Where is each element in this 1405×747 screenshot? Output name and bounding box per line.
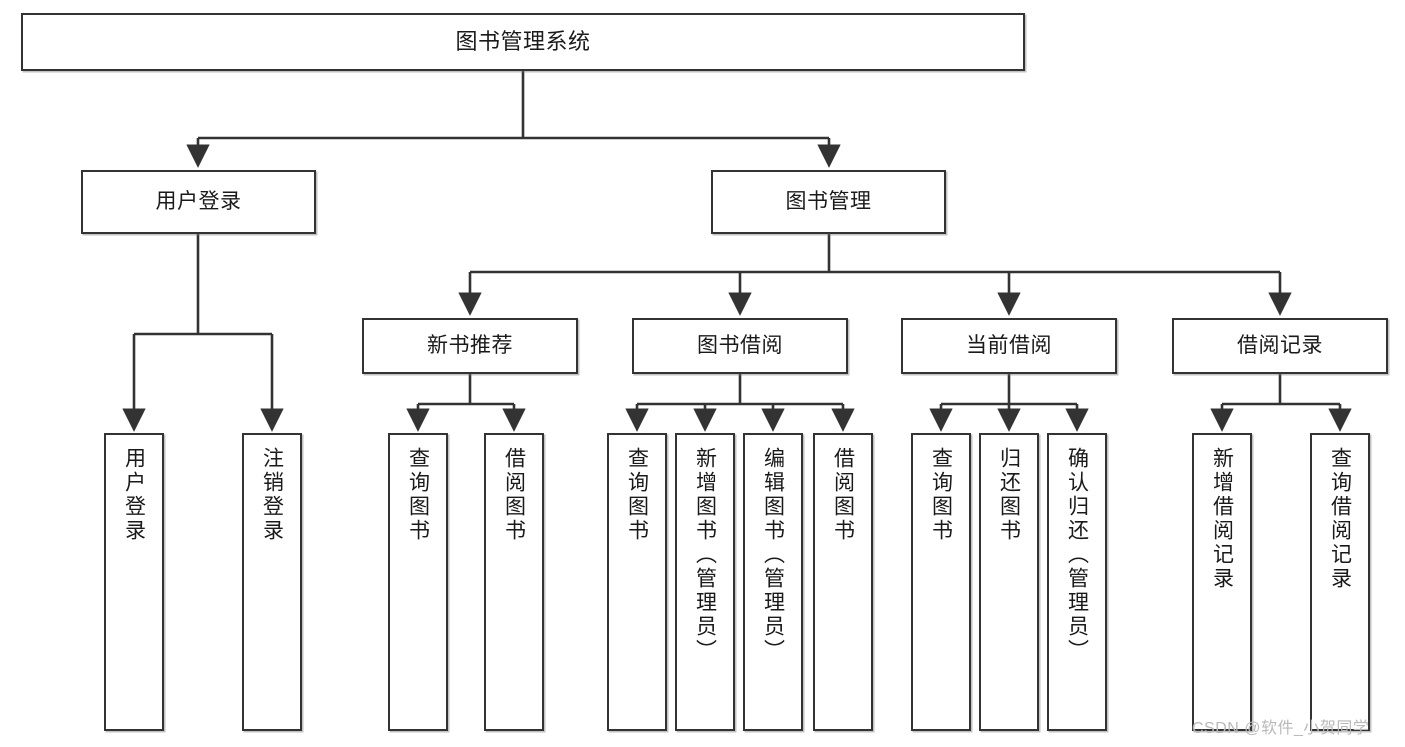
node-leaf-logout-label: 注销登录 [260,447,284,543]
node-leaf-logout[interactable]: 注销登录 [242,433,302,731]
node-leaf-confirm-return[interactable]: 确认归还（管理员） [1047,433,1107,731]
node-book-manage[interactable]: 图书管理 [711,170,946,234]
node-leaf-return-book[interactable]: 归还图书 [979,433,1039,731]
node-leaf-query-record-label: 查询借阅记录 [1328,447,1352,591]
node-leaf-query-book-2[interactable]: 查询图书 [607,433,667,731]
node-leaf-edit-book-label: 编辑图书（管理员） [761,447,785,663]
node-leaf-add-book[interactable]: 新增图书（管理员） [675,433,735,731]
node-current-borrow-label: 当前借阅 [966,333,1052,357]
node-user-login[interactable]: 用户登录 [81,170,316,234]
node-book-borrow-label: 图书借阅 [697,333,783,357]
node-leaf-user-login[interactable]: 用户登录 [104,433,164,731]
node-new-book-recommend[interactable]: 新书推荐 [362,318,578,374]
node-leaf-user-login-label: 用户登录 [122,447,146,543]
node-leaf-add-record[interactable]: 新增借阅记录 [1192,433,1252,731]
node-leaf-query-book-2-label: 查询图书 [625,447,649,543]
node-leaf-return-book-label: 归还图书 [997,447,1021,543]
node-leaf-query-book-3[interactable]: 查询图书 [911,433,971,731]
node-new-book-recommend-label: 新书推荐 [427,333,513,357]
node-root-label: 图书管理系统 [455,29,591,55]
node-book-manage-label: 图书管理 [785,189,872,213]
node-leaf-add-record-label: 新增借阅记录 [1210,447,1234,591]
node-leaf-borrow-book-1[interactable]: 借阅图书 [484,433,544,731]
node-user-login-label: 用户登录 [155,189,242,213]
node-leaf-add-book-label: 新增图书（管理员） [693,447,717,663]
node-borrow-record[interactable]: 借阅记录 [1172,318,1388,374]
node-leaf-borrow-book-1-label: 借阅图书 [502,447,526,543]
node-leaf-query-book-1-label: 查询图书 [406,447,430,543]
node-leaf-edit-book[interactable]: 编辑图书（管理员） [743,433,803,731]
node-leaf-query-book-3-label: 查询图书 [929,447,953,543]
node-leaf-query-book-1[interactable]: 查询图书 [388,433,448,731]
node-leaf-borrow-book-2-label: 借阅图书 [831,447,855,543]
node-leaf-confirm-return-label: 确认归还（管理员） [1065,447,1089,663]
watermark: CSDN @软件_小贺同学 [1192,720,1370,737]
node-borrow-record-label: 借阅记录 [1237,333,1323,357]
node-book-borrow[interactable]: 图书借阅 [632,318,848,374]
node-root[interactable]: 图书管理系统 [21,13,1025,71]
node-leaf-borrow-book-2[interactable]: 借阅图书 [813,433,873,731]
node-current-borrow[interactable]: 当前借阅 [901,318,1117,374]
node-leaf-query-record[interactable]: 查询借阅记录 [1310,433,1370,731]
